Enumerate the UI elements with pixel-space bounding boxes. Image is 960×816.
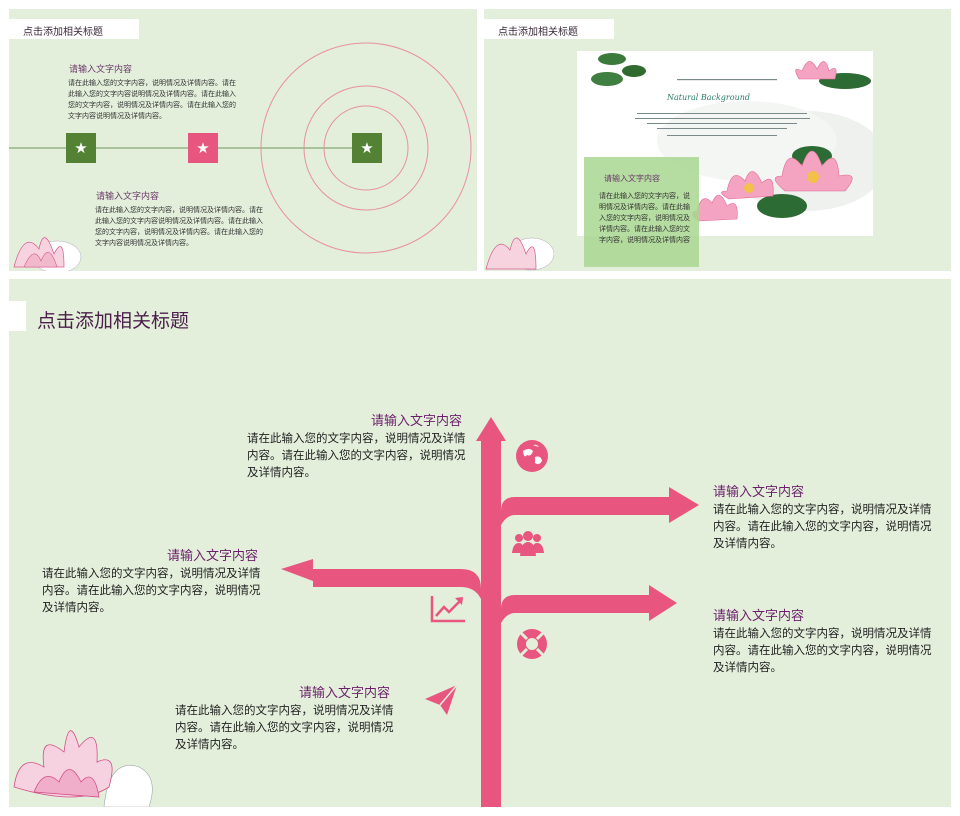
lotus-decoration <box>13 237 82 271</box>
title-bar <box>9 19 139 39</box>
paper-plane-icon <box>425 684 458 715</box>
star-icon: ★ <box>74 139 88 157</box>
lifebuoy-icon <box>517 629 547 659</box>
item-body[interactable]: 请在此输入您的文字内容，说明情况及详情内容。请在此输入您的文字内容，说明情况及详… <box>713 626 932 674</box>
slide-3[interactable]: 点击添加相关标题 <box>9 279 951 807</box>
card-heading[interactable]: 请输入文字内容 <box>604 174 660 183</box>
slide-title[interactable]: 点击添加相关标题 <box>23 27 103 38</box>
lotus-photo: Natural Background <box>577 51 873 236</box>
lotus-photo-art <box>591 53 873 222</box>
block-heading[interactable]: 请输入文字内容 <box>96 192 160 202</box>
item-heading[interactable]: 请输入文字内容 <box>299 686 391 701</box>
item-heading[interactable]: 请输入文字内容 <box>713 485 805 500</box>
slide-2[interactable]: 点击添加相关标题 <box>484 9 951 271</box>
item-body[interactable]: 请在此输入您的文字内容，说明情况及详情内容。请在此输入您的文字内容，说明情况及详… <box>175 703 394 751</box>
signpost-arrows-graphic <box>281 417 699 807</box>
item-heading[interactable]: 请输入文字内容 <box>167 549 259 564</box>
text-card[interactable] <box>584 157 699 267</box>
item-heading[interactable]: 请输入文字内容 <box>713 609 805 624</box>
lotus-decoration <box>13 730 153 807</box>
globe-icon <box>516 440 548 472</box>
slide-title[interactable]: 点击添加相关标题 <box>37 310 190 332</box>
card-body[interactable]: 请在此输入您的文字内容，说明情况及详情内容。请在此输入您的文字内容，说明情况及详… <box>599 192 690 244</box>
item-body[interactable]: 请在此输入您的文字内容，说明情况及详情内容。请在此输入您的文字内容，说明情况及详… <box>247 431 466 479</box>
slide-title[interactable]: 点击添加相关标题 <box>498 27 578 38</box>
title-bar <box>9 301 26 331</box>
star-node-2: ★ <box>188 133 218 163</box>
block-body[interactable]: 请在此输入您的文字内容，说明情况及详情内容。请在此输入您的文字内容说明情况及详情… <box>68 79 236 120</box>
trend-chart-icon <box>430 596 465 623</box>
photo-caption: Natural Background <box>667 93 750 102</box>
block-body[interactable]: 请在此输入您的文字内容，说明情况及详情内容。请在此输入您的文字内容说明情况及详情… <box>95 206 263 247</box>
title-bar <box>484 19 614 39</box>
item-body[interactable]: 请在此输入您的文字内容，说明情况及详情内容。请在此输入您的文字内容，说明情况及详… <box>713 502 932 550</box>
item-heading[interactable]: 请输入文字内容 <box>371 414 463 429</box>
block-heading[interactable]: 请输入文字内容 <box>69 65 133 75</box>
star-node-1: ★ <box>66 133 96 163</box>
lotus-decoration <box>485 237 554 271</box>
star-node-3: ★ <box>352 133 382 163</box>
people-icon <box>512 531 544 556</box>
item-body[interactable]: 请在此输入您的文字内容，说明情况及详情内容。请在此输入您的文字内容，说明情况及详… <box>42 566 261 614</box>
slide-1[interactable]: 点击添加相关标题 请输入文字内容 请在此输入您的文字内容，说明情况及详情内容。请… <box>9 9 477 271</box>
star-icon: ★ <box>196 139 210 157</box>
star-icon: ★ <box>360 139 374 157</box>
